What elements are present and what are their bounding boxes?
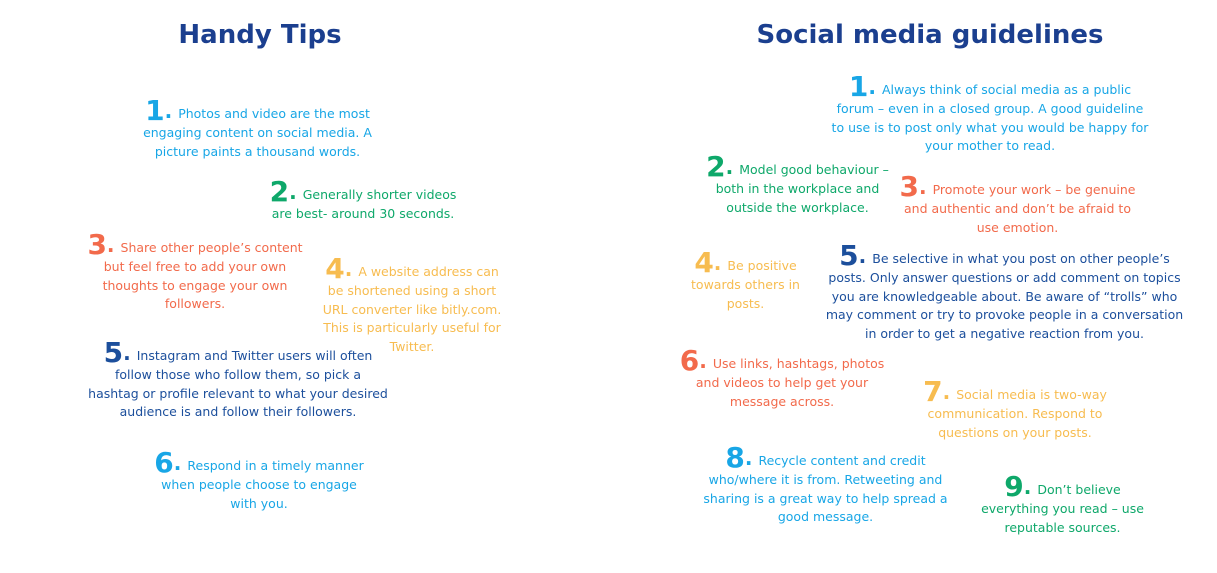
tip-text: Be selective in what you post on other p… <box>825 251 1184 341</box>
guideline-1: 1.Always think of social media as a publ… <box>831 70 1149 154</box>
guideline-8: 8.Recycle content and credit who/where i… <box>703 441 948 525</box>
guideline-7: 7.Social media is two-way communication.… <box>923 375 1107 440</box>
tip-number: 3 <box>899 170 919 203</box>
tip-text: Recycle content and credit who/where it … <box>703 453 948 524</box>
tip-number: 8 <box>725 441 745 474</box>
tip-number: 6 <box>679 344 700 377</box>
handy-tip-5: 5.Instagram and Twitter users will often… <box>88 336 388 420</box>
handy-tips-title: Handy Tips <box>178 20 342 50</box>
tip-text: Always think of social media as a public… <box>831 82 1149 153</box>
tip-number: 3 <box>87 228 107 261</box>
tip-number: 2 <box>269 175 290 208</box>
tip-number: 5 <box>839 239 859 272</box>
tip-text: Generally shorter videos are best- aroun… <box>271 187 457 221</box>
tip-text: Model good behaviour – both in the workp… <box>715 162 889 215</box>
tip-text: Photos and video are the most engaging c… <box>143 106 372 159</box>
guideline-9: 9.Don’t believe everything you read – us… <box>981 470 1144 535</box>
tip-number: 7 <box>923 375 943 408</box>
handy-tip-3: 3.Share other people’s content but feel … <box>87 228 303 312</box>
tip-text: Social media is two-way communication. R… <box>927 387 1107 440</box>
tip-number: 2 <box>706 150 726 183</box>
tip-number: 4 <box>694 246 714 279</box>
social-media-guidelines-title: Social media guidelines <box>756 20 1104 50</box>
handy-tip-1: 1.Photos and video are the most engaging… <box>143 94 372 159</box>
guideline-3: 3.Promote your work – be genuine and aut… <box>899 170 1136 235</box>
guideline-6: 6.Use links, hashtags, photos and videos… <box>679 344 885 409</box>
tip-number: 1 <box>145 94 165 127</box>
tip-text: A website address can be shortened using… <box>322 264 502 354</box>
tip-number: 1 <box>848 70 869 103</box>
handy-tip-2: 2.Generally shorter videos are best- aro… <box>269 175 457 222</box>
handy-tip-4: 4.A website address can be shortened usi… <box>322 252 502 354</box>
tip-text: Instagram and Twitter users will often f… <box>88 348 388 419</box>
tip-text: Respond in a timely manner when people c… <box>161 458 364 511</box>
tip-number: 9 <box>1004 470 1024 503</box>
guideline-4: 4.Be positive towards others in posts. <box>691 246 800 311</box>
guideline-2: 2.Model good behaviour – both in the wor… <box>706 150 889 215</box>
tip-number: 4 <box>325 252 345 285</box>
handy-tip-6: 6.Respond in a timely manner when people… <box>154 446 364 511</box>
tip-number: 6 <box>154 446 174 479</box>
tip-text: Share other people’s content but feel fr… <box>102 240 303 311</box>
tip-text: Promote your work – be genuine and authe… <box>904 182 1136 235</box>
tip-text: Be positive towards others in posts. <box>691 258 800 311</box>
guideline-5: 5.Be selective in what you post on other… <box>825 239 1184 341</box>
tip-text: Don’t believe everything you read – use … <box>981 482 1144 535</box>
tip-text: Use links, hashtags, photos and videos t… <box>695 356 885 409</box>
tip-number: 5 <box>103 336 124 369</box>
